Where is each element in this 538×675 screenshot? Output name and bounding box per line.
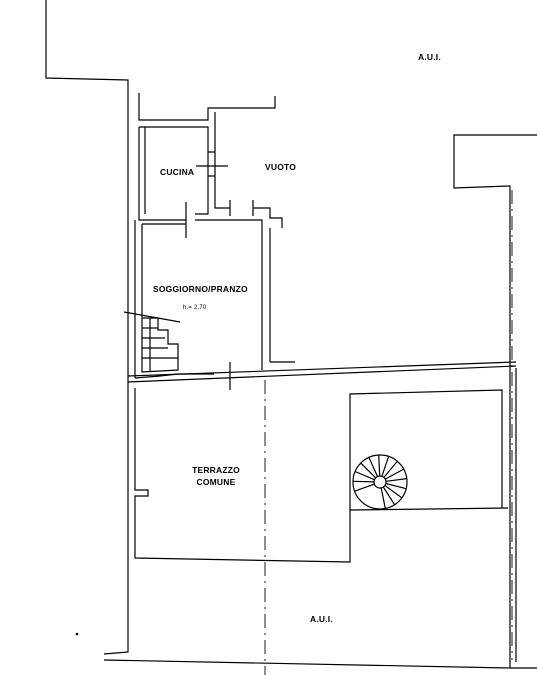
- label-soggiorno: SOGGIORNO/PRANZO: [153, 284, 248, 294]
- point-mark: [75, 632, 79, 636]
- label-terrazzo: TERRAZZO: [192, 465, 240, 475]
- terrace-top-edge: [128, 366, 516, 382]
- boundary-right-top: [454, 135, 537, 668]
- stair-enclosure: [350, 390, 502, 510]
- terrace-outline: [135, 388, 508, 562]
- spiral-stair-tread: [355, 472, 374, 480]
- wall-stair-block: [253, 208, 282, 228]
- boundary-left: [104, 382, 128, 654]
- wall-right-upper: [215, 112, 230, 208]
- spiral-stair-tread: [384, 461, 398, 477]
- spiral-stair-outer: [353, 455, 407, 509]
- spiral-stair-tread: [386, 484, 406, 489]
- spiral-stair-tread: [385, 469, 403, 479]
- stair-outline: [142, 318, 178, 372]
- spiral-stair-tread: [383, 487, 394, 505]
- spiral-stair-tread: [381, 488, 385, 509]
- spiral-stair-tread: [355, 484, 375, 491]
- spiral-stair-tread: [353, 481, 374, 482]
- wall-top: [139, 93, 275, 120]
- spiral-stair-tread: [361, 463, 376, 478]
- label-aui-bottom: A.U.I.: [310, 614, 333, 624]
- wall-living-top-r: [195, 220, 262, 370]
- terrace-top-edge-2: [128, 362, 516, 376]
- label-vuoto: VUOTO: [265, 162, 297, 172]
- spiral-stair-tread: [379, 455, 380, 476]
- wall-kitchen-top: [139, 127, 208, 214]
- spiral-stair-tread: [386, 479, 407, 482]
- label-cucina: CUCINA: [160, 167, 195, 177]
- bottom-line-left: [104, 660, 510, 668]
- label-comune: COMUNE: [196, 477, 236, 487]
- spiral-stair-tread: [382, 456, 389, 476]
- label-height: h.= 2.70: [183, 305, 207, 311]
- label-aui-top: A.U.I.: [418, 52, 441, 62]
- boundary-top-left: [46, 0, 128, 382]
- spiral-stair-tread: [369, 457, 378, 476]
- stair-cut-line: [124, 312, 180, 322]
- spiral-stair-tread: [385, 486, 402, 498]
- spiral-stair-inner: [374, 476, 386, 488]
- wall-kitchen-outer: [139, 127, 186, 220]
- spiral-stair-treads: [353, 455, 407, 509]
